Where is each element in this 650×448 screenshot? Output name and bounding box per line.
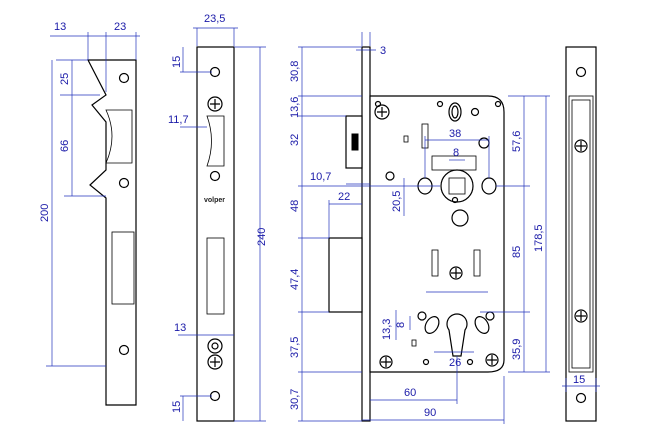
dim-strike-width: 23: [114, 21, 126, 33]
faceplate-brand: volper: [204, 197, 225, 204]
dim-spindle-spacing: 38: [449, 128, 461, 140]
dim-faceplate-length: 240: [256, 228, 268, 246]
lock-spring-slot: [448, 102, 462, 122]
dim-latch-window: 11,7: [168, 114, 189, 126]
strike-bolt-slot: [111, 231, 135, 305]
dim-strike-lip: 25: [59, 73, 71, 85]
dim-latch-height: 13,6: [289, 97, 301, 118]
dim-faceplate-screw-top: 15: [171, 56, 183, 68]
lock-latch-spring: [351, 133, 359, 151]
dim-bolt-height: 47,4: [289, 269, 301, 290]
dim-faceplate-width: 23,5: [204, 13, 225, 25]
lock-case: [369, 95, 505, 373]
faceplate-screw-2: [207, 338, 223, 354]
dim-cylinder-bottom: 35,9: [511, 339, 523, 360]
side-outline: [565, 46, 597, 422]
faceplate: volper 23,5 15 11,7 240 13 15: [168, 13, 268, 422]
side-view: 15: [562, 46, 600, 422]
faceplate-latch-window: [206, 115, 225, 167]
strike-screw-hole-mid: [118, 177, 130, 189]
faceplate-screw-1: [207, 96, 223, 112]
dim-faceplate-screw-bottom: 15: [171, 401, 183, 413]
dim-cylinder-slot: 8: [395, 322, 407, 328]
lock-spindle-square: [448, 177, 466, 195]
dim-side-thickness: 15: [573, 374, 585, 386]
dim-cylinder-offset: 37,5: [289, 337, 301, 358]
dim-strike-offset: 13: [54, 21, 66, 33]
lock-spindle-lower: [451, 209, 469, 227]
dim-faceplate-lower: 13: [174, 322, 186, 334]
dim-backset: 60: [404, 387, 416, 399]
strike-screw-hole-top: [118, 72, 130, 84]
lock-front-plate: [361, 46, 371, 422]
dim-plate-thickness: 3: [380, 45, 386, 57]
dim-bottom-margin: 30,7: [289, 389, 301, 410]
lock-body: 3 30,8 13,6 32 48 47,4 37,5 30,7 10,7 22…: [289, 32, 550, 424]
lock-deadbolt: [328, 237, 363, 313]
dim-spindle-hole: 20,5: [391, 191, 403, 212]
dim-cylinder-height: 13,3: [381, 319, 393, 340]
faceplate-bolt-window: [206, 237, 225, 315]
lock-slot-right: [473, 249, 481, 277]
dim-strike-height: 200: [39, 204, 51, 222]
dim-bolt-projection: 22: [338, 191, 350, 203]
strike-plate-pocket: [105, 109, 133, 164]
dim-right-top: 57,6: [511, 131, 523, 152]
dim-latch-to-spindle: 32: [289, 134, 301, 146]
faceplate-screw-3: [207, 354, 223, 370]
lock-slot-left: [431, 249, 439, 277]
faceplate-hole-2: [209, 170, 221, 182]
lock-cylinder-profile: [446, 313, 468, 357]
dim-body-width: 90: [424, 407, 436, 419]
dim-overall-height: 178,5: [533, 224, 545, 252]
dim-cylinder-width: 26: [449, 357, 461, 369]
dim-spindle-to-bolt: 48: [289, 200, 301, 212]
dim-spindle-square: 8: [453, 147, 459, 159]
dim-spindle-offset: 10,7: [310, 171, 331, 183]
dim-top-margin: 30,8: [289, 61, 301, 82]
dim-centre-distance: 85: [511, 246, 523, 258]
strike-plate: 13 23 25 66 200: [39, 21, 140, 406]
side-inner-frame: [568, 95, 594, 373]
strike-screw-hole-bottom: [118, 344, 130, 356]
lock-screw-top: [374, 104, 390, 120]
dim-strike-slot: 66: [59, 140, 71, 152]
